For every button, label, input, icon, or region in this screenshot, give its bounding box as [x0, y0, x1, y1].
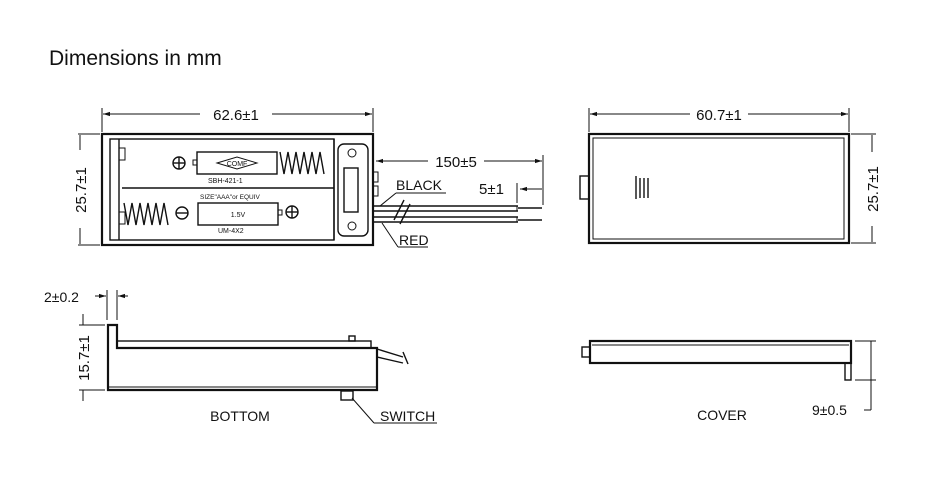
- logo-text: COMF: [227, 161, 248, 168]
- svg-text:9±0.5: 9±0.5: [812, 402, 847, 418]
- dim-25-7-right: 25.7±1: [851, 133, 882, 244]
- cover-side-latch: [581, 346, 591, 358]
- svg-text:15.7±1: 15.7±1: [76, 335, 93, 381]
- switch-nub: [340, 390, 354, 401]
- cover-caption: COVER: [697, 407, 747, 423]
- cover-side-body: [588, 339, 853, 365]
- wire-label-red: RED: [399, 232, 429, 248]
- size-label: SIZE"AAA"or EQUIV: [200, 194, 261, 201]
- page-title: Dimensions in mm: [49, 47, 222, 70]
- dim-2-0-2: 2±0.2: [44, 289, 128, 320]
- cover-latch: [579, 175, 590, 200]
- um-label: UM-4X2: [218, 228, 244, 235]
- voltage-label: 1.5V: [231, 212, 246, 219]
- switch-slider: [343, 167, 359, 213]
- bottom-caption: BOTTOM: [210, 408, 270, 424]
- svg-text:150±5: 150±5: [435, 154, 477, 171]
- holder-top-view: COMF SBH-421-1 SIZE"AAA"or EQUIV 1.5V UM…: [100, 132, 379, 247]
- wire-label-black: BLACK: [396, 177, 443, 193]
- cover-top-view: [579, 132, 851, 245]
- cover-tab: [844, 362, 852, 381]
- svg-text:5±1: 5±1: [479, 181, 504, 198]
- dim-150: 150±5: [376, 154, 544, 205]
- bottom-body: [106, 323, 379, 392]
- lead-wires: BLACK RED: [373, 177, 542, 248]
- dim-25-7-left: 25.7±1: [73, 133, 100, 246]
- svg-text:25.7±1: 25.7±1: [73, 167, 90, 213]
- spring-top: [279, 151, 325, 175]
- dim-9-0-5: 9±0.5: [812, 340, 876, 418]
- svg-text:2±0.2: 2±0.2: [44, 289, 79, 305]
- cover-outline: [587, 132, 851, 245]
- switch-label: SWITCH: [380, 408, 435, 424]
- spring-bottom: [123, 202, 169, 226]
- logo-diamond: [215, 156, 259, 170]
- svg-text:60.7±1: 60.7±1: [696, 107, 742, 124]
- svg-text:25.7±1: 25.7±1: [865, 166, 882, 212]
- dim-5: 5±1: [479, 181, 542, 203]
- dim-62-6: 62.6±1: [101, 107, 374, 132]
- dim-15-7: 15.7±1: [76, 314, 105, 401]
- bottom-side-view: SWITCH BOTTOM: [106, 323, 437, 424]
- dim-60-7: 60.7±1: [588, 107, 850, 132]
- cover-side-view: COVER: [581, 339, 853, 423]
- model-label: SBH-421-1: [208, 178, 243, 185]
- svg-text:62.6±1: 62.6±1: [213, 107, 259, 124]
